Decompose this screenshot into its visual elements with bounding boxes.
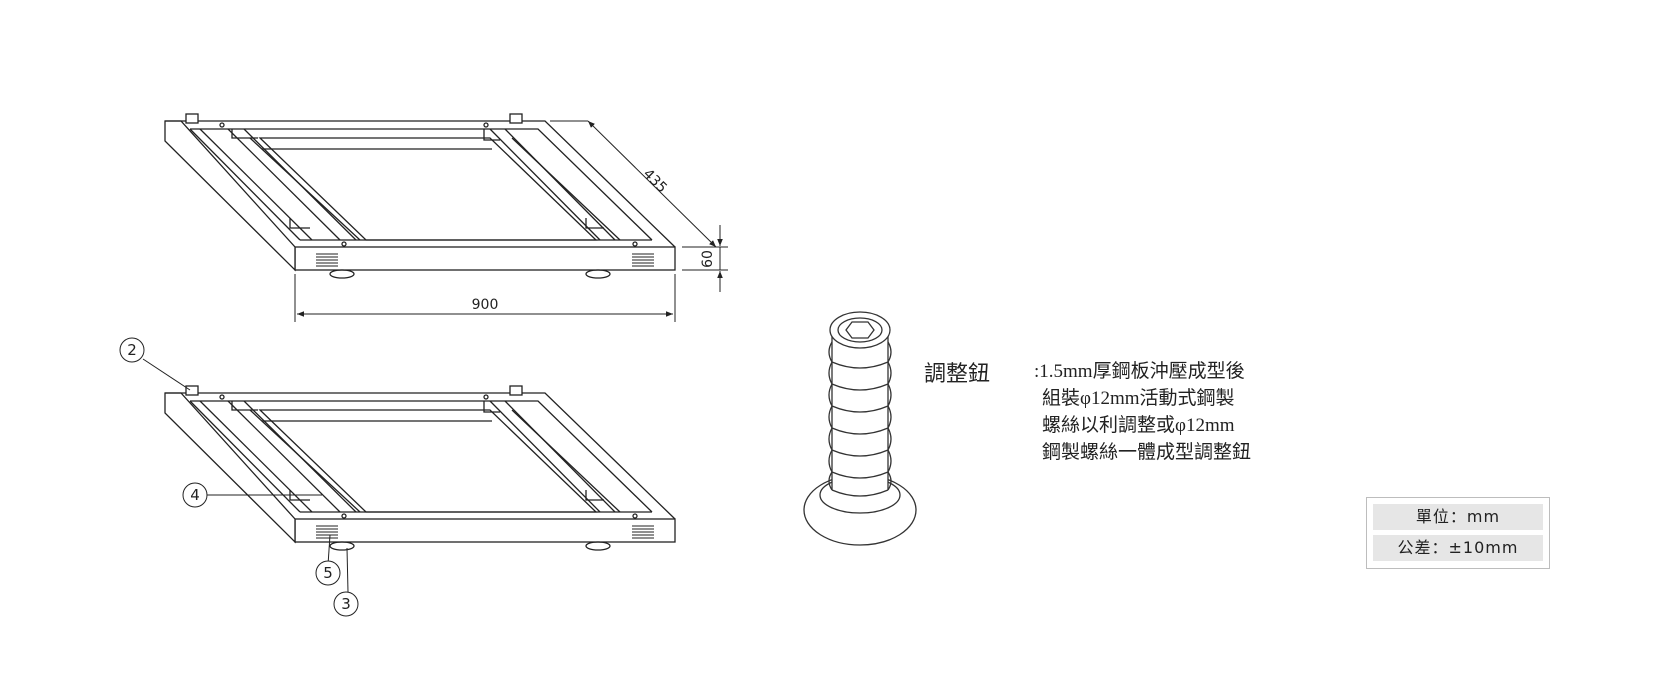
callout-4: 4 <box>190 486 200 504</box>
dimension-height-label: 60 <box>700 250 716 268</box>
callout-2: 2 <box>127 341 137 359</box>
dimension-width-label: 900 <box>472 297 499 313</box>
part-name-label: 調整鈕 <box>924 361 991 386</box>
spec-line: :1.5mm厚鋼板沖壓成型後 <box>1034 361 1245 382</box>
callout-balloons <box>119 337 359 617</box>
frame-isometric-bottom <box>164 385 676 551</box>
dimension-lines <box>294 120 728 322</box>
callout-leaders <box>142 358 349 593</box>
spec-description: :1.5mm厚鋼板沖壓成型後 組裝φ12mm活動式鋼製 螺絲以利調整或φ12mm… <box>1034 358 1251 466</box>
unit-tolerance-box: 單位：mm 公差：±10mm <box>1366 497 1550 569</box>
callout-5: 5 <box>323 564 333 582</box>
callout-3: 3 <box>341 595 351 613</box>
dimension-depth-label: 435 <box>640 166 670 196</box>
spec-line: 鋼製螺絲一體成型調整鈕 <box>1042 442 1252 463</box>
frame-isometric-top <box>164 113 676 279</box>
unit-label: 單位：mm <box>1373 504 1543 530</box>
tolerance-label: 公差：±10mm <box>1373 535 1543 561</box>
spec-line: 螺絲以利調整或φ12mm <box>1042 415 1235 436</box>
adjustment-knob-illustration <box>803 311 917 546</box>
spec-line: 組裝φ12mm活動式鋼製 <box>1042 388 1235 409</box>
